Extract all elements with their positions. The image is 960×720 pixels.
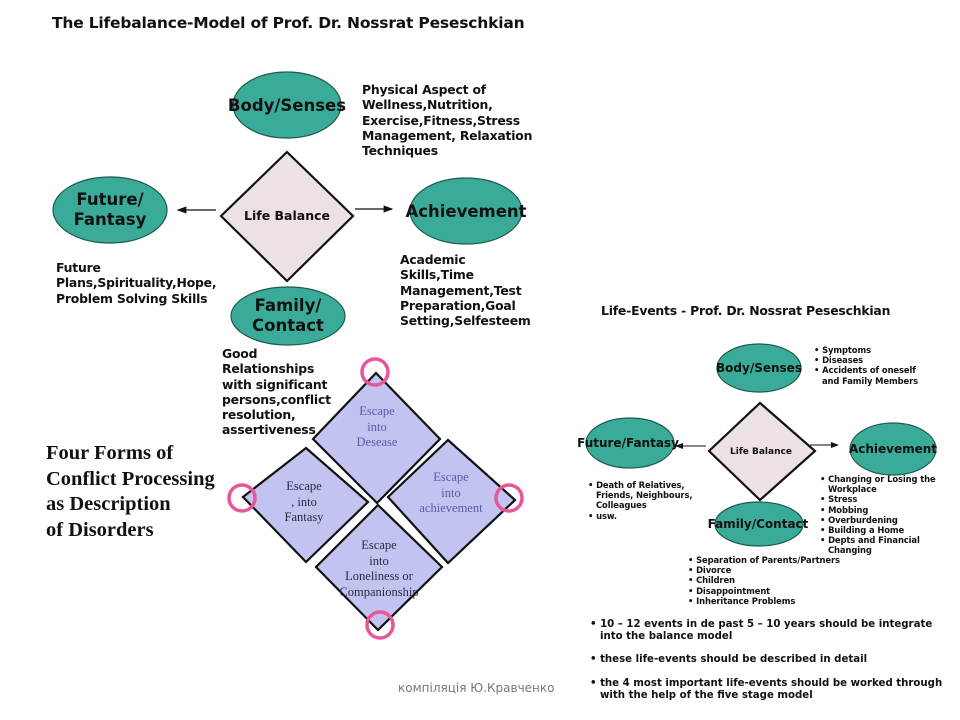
- right-model-title: Life-Events - Prof. Dr. Nossrat Peseschk…: [601, 303, 891, 318]
- left-node-family-label-2: Contact: [252, 316, 324, 335]
- footer-credit: компіляція Ю.Кравченко: [398, 681, 555, 695]
- escape-loneliness-diamond: [314, 503, 444, 632]
- escape-disease-label: Escape into Desease: [356, 404, 398, 449]
- left-lifebalance-model: Body/Senses Life Balance Future/ Fantasy…: [52, 71, 527, 346]
- list-item: Disappointment: [688, 586, 848, 596]
- list-item: Death of Relatives, Friends, Neighbours,…: [588, 480, 718, 511]
- list-item: usw.: [588, 511, 718, 521]
- escape-disease-diamond: [311, 371, 442, 505]
- right-life-balance-diamond: [707, 401, 817, 502]
- list-item: Depts and Financial Changing: [820, 535, 938, 555]
- list-item: Divorce: [688, 565, 848, 575]
- family-contact-description: Good Relationships with significant pers…: [222, 346, 331, 438]
- left-model-title: The Lifebalance-Model of Prof. Dr. Nossr…: [52, 14, 525, 32]
- right-node-family-label: Family/Contact: [708, 517, 809, 531]
- list-item: Building a Home: [820, 525, 938, 535]
- list-item: Accidents of oneself and Family Members: [814, 365, 934, 385]
- note-item: the 4 most important life-events should …: [590, 678, 950, 702]
- left-node-achievement: [409, 177, 523, 245]
- right-node-family-contact: [714, 501, 804, 547]
- left-node-family-label-1: Family/: [255, 296, 323, 315]
- right-life-balance-label: Life Balance: [730, 447, 792, 457]
- right-node-body-label: Body/Senses: [716, 361, 802, 375]
- left-node-body-senses: [232, 71, 342, 139]
- right-node-future-label: Future/Fantasy: [577, 436, 679, 450]
- list-item: Symptoms: [814, 345, 934, 355]
- escape-loneliness-label: Escape into Loneliness or Companionship: [339, 538, 419, 599]
- escape-achievement-label: Escape into achievement: [419, 470, 483, 515]
- left-life-balance-diamond: [219, 150, 355, 283]
- escape-achievement-diamond: [386, 438, 517, 565]
- highlight-circle-left: [227, 483, 257, 513]
- list-item: Inheritance Problems: [688, 596, 848, 606]
- left-life-balance-label: Life Balance: [244, 208, 330, 223]
- left-node-future-label-1: Future/: [76, 190, 144, 209]
- right-node-achievement-label: Achievement: [849, 442, 937, 456]
- note-item: 10 – 12 events in de past 5 – 10 years s…: [590, 619, 950, 643]
- left-node-future-fantasy: [52, 176, 168, 244]
- list-item: Diseases: [814, 355, 934, 365]
- list-item: Stress: [820, 494, 938, 504]
- list-item: Mobbing: [820, 505, 938, 515]
- highlight-circle-top: [360, 357, 390, 387]
- achievement-events-list: Changing or Losing the Workplace Stress …: [820, 474, 938, 556]
- list-item: Separation of Parents/Partners: [688, 555, 848, 565]
- body-senses-description: Physical Aspect of Wellness,Nutrition, E…: [362, 82, 533, 159]
- escape-fantasy-label: Escape , into Fantasy: [284, 479, 324, 524]
- right-life-events-model: Body/Senses Life Balance Future/Fantasy …: [577, 343, 937, 547]
- left-node-achievement-label: Achievement: [405, 202, 526, 221]
- family-contact-events-list: Separation of Parents/Partners Divorce C…: [688, 555, 848, 606]
- right-node-body-senses: [716, 343, 802, 393]
- left-node-body-label: Body/Senses: [228, 96, 346, 115]
- left-node-family-contact: [230, 286, 346, 346]
- highlight-circle-bottom: [365, 610, 395, 640]
- future-fantasy-description: Future Plans,Spirituality,Hope, Problem …: [56, 260, 217, 306]
- escape-fantasy-diamond: [241, 446, 370, 564]
- left-node-future-label-2: Fantasy: [74, 210, 147, 229]
- list-item: Children: [688, 575, 848, 585]
- list-item: Changing or Losing the Workplace: [820, 474, 938, 494]
- highlight-circle-right: [494, 483, 524, 513]
- list-item: Overburdening: [820, 515, 938, 525]
- body-senses-events-list: Symptoms Diseases Accidents of oneself a…: [814, 345, 934, 386]
- life-events-notes: 10 – 12 events in de past 5 – 10 years s…: [590, 619, 950, 713]
- conflict-forms-diagram: [227, 357, 524, 640]
- achievement-description: Academic Skills,Time Management,Test Pre…: [400, 252, 531, 329]
- future-fantasy-events-list: Death of Relatives, Friends, Neighbours,…: [588, 480, 718, 521]
- four-forms-heading: Four Forms of Conflict Processing as Des…: [46, 442, 215, 541]
- note-item: these life-events should be described in…: [590, 654, 950, 666]
- right-node-future-fantasy: [585, 417, 675, 469]
